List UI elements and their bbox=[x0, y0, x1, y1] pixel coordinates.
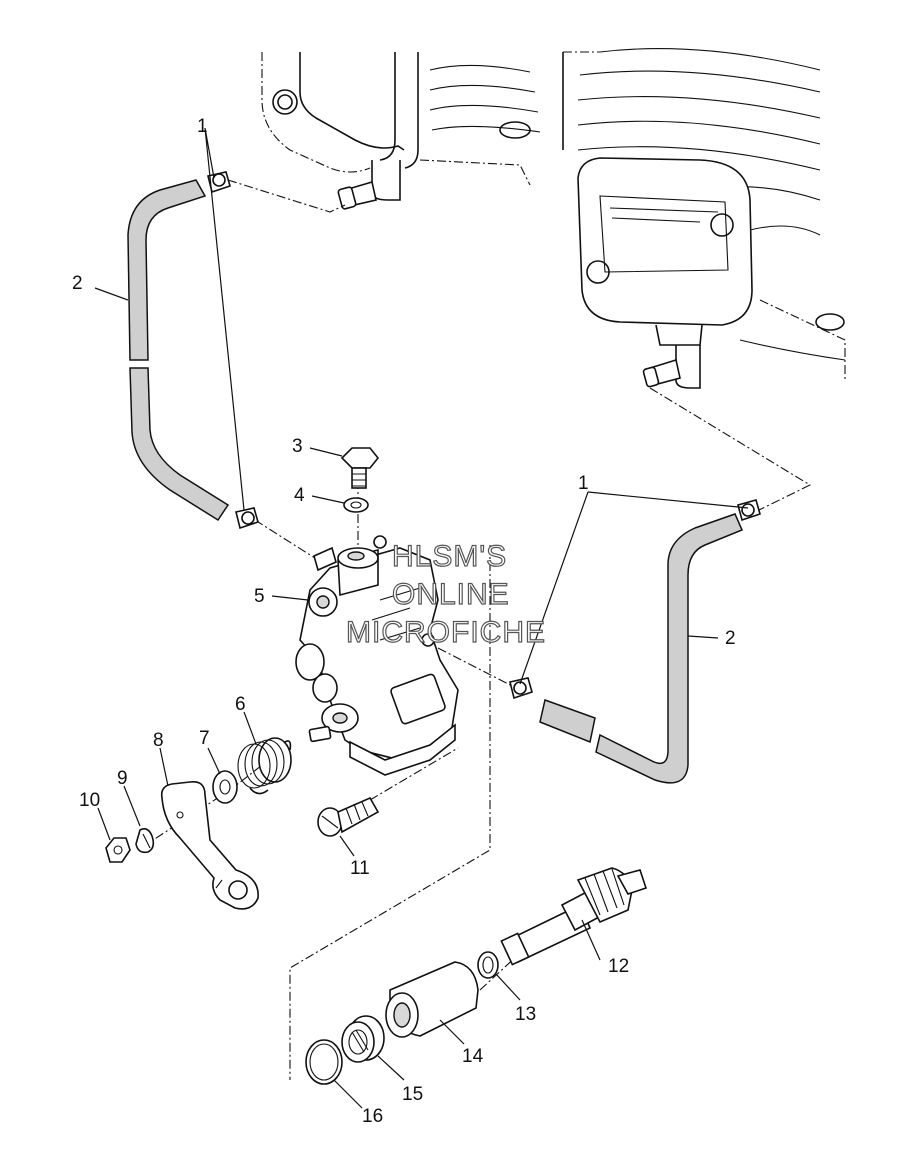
callout-15: 15 bbox=[402, 1084, 423, 1105]
bushing-14 bbox=[385, 961, 479, 1038]
callout-10: 10 bbox=[79, 790, 100, 811]
callout-2-left: 2 bbox=[72, 273, 83, 294]
watermark-line-1: HLSM'S bbox=[392, 540, 507, 573]
hose-path-line-left bbox=[254, 519, 319, 561]
return-spring bbox=[237, 737, 292, 795]
leader-2-right bbox=[687, 635, 719, 639]
engine-cylinder-left bbox=[261, 52, 541, 210]
leader-6 bbox=[243, 711, 257, 745]
hose-path-line-upper-right bbox=[649, 387, 812, 513]
callout-11: 11 bbox=[350, 858, 370, 879]
leader-2-left bbox=[94, 287, 129, 301]
callout-5: 5 bbox=[254, 586, 265, 607]
clamp-icon bbox=[235, 507, 259, 530]
o-ring-16 bbox=[305, 1039, 343, 1085]
leader-5 bbox=[271, 595, 309, 601]
leader-12 bbox=[581, 919, 601, 961]
callout-16: 16 bbox=[362, 1106, 383, 1127]
shaft-axis-line bbox=[289, 545, 491, 1080]
hose-left bbox=[127, 179, 230, 522]
o-ring-13 bbox=[477, 951, 499, 979]
washer-7 bbox=[212, 770, 238, 804]
clamp-icon bbox=[737, 499, 761, 522]
hose-right bbox=[539, 513, 743, 784]
leader-8 bbox=[159, 747, 169, 787]
callout-1-right: 1 bbox=[578, 473, 589, 494]
banjo-bolt bbox=[340, 447, 380, 489]
screw-axis-line bbox=[369, 747, 459, 801]
leader-7 bbox=[207, 747, 221, 775]
leader-1-left bbox=[204, 127, 245, 511]
hose-path-line-right bbox=[437, 647, 521, 691]
watermark-line-3: MICROFICHE bbox=[346, 616, 546, 649]
watermark-line-2: ONLINE bbox=[392, 578, 510, 611]
callout-9: 9 bbox=[117, 768, 128, 789]
callout-13: 13 bbox=[515, 1004, 536, 1025]
pump-lever bbox=[160, 780, 259, 910]
leader-9 bbox=[123, 785, 141, 827]
leader-16 bbox=[333, 1079, 363, 1109]
leader-1-right bbox=[519, 491, 749, 685]
oil-pump-body bbox=[295, 535, 459, 776]
engine-cylinder-right bbox=[562, 48, 846, 389]
callout-6: 6 bbox=[235, 694, 246, 715]
washer-4 bbox=[343, 497, 369, 513]
lockwasher-9 bbox=[135, 828, 155, 854]
leader-15 bbox=[377, 1055, 405, 1081]
callout-12: 12 bbox=[608, 956, 629, 977]
drive-gear-shaft bbox=[500, 867, 648, 966]
callout-8: 8 bbox=[153, 730, 164, 751]
callout-14: 14 bbox=[462, 1046, 484, 1067]
screw-11 bbox=[317, 796, 380, 837]
leader-14 bbox=[439, 1019, 465, 1045]
leader-13 bbox=[495, 973, 521, 1001]
callout-4: 4 bbox=[294, 485, 305, 506]
leader-10 bbox=[97, 807, 111, 841]
callout-2-right: 2 bbox=[725, 628, 736, 649]
callout-1-left: 1 bbox=[197, 116, 208, 137]
hose-path-line-upper-left bbox=[227, 179, 346, 213]
callout-7: 7 bbox=[199, 728, 210, 749]
leader-3 bbox=[309, 447, 343, 457]
oil-seal-15 bbox=[341, 1015, 385, 1063]
leader-11 bbox=[339, 835, 355, 857]
callout-3: 3 bbox=[292, 436, 303, 457]
nut-10 bbox=[105, 837, 131, 863]
leader-4 bbox=[311, 495, 345, 504]
